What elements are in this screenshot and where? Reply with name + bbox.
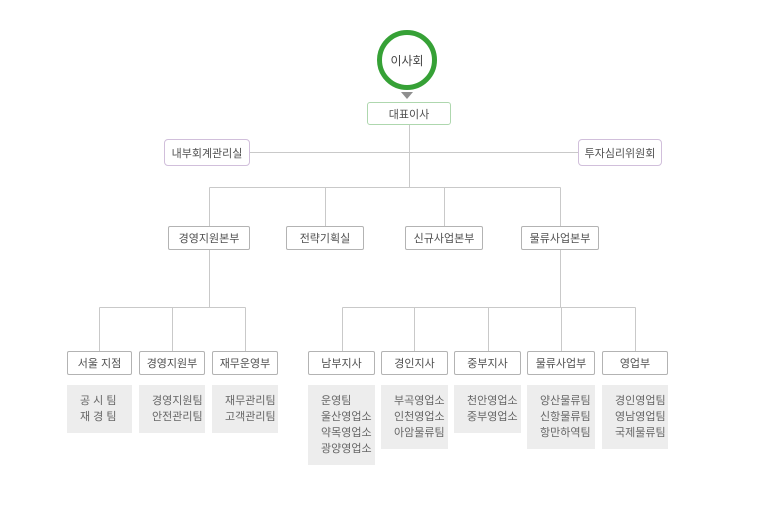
division-box-2-label: 신규사업본부 bbox=[413, 233, 475, 245]
division-box-0: 경영지원본부 bbox=[168, 226, 250, 250]
department-box-5-label: 중부지사 bbox=[467, 358, 508, 370]
team-item: 안전관리팀 bbox=[152, 411, 203, 423]
division-box-0-label: 경영지원본부 bbox=[178, 233, 240, 245]
team-item: 부곡영업소 bbox=[394, 395, 445, 407]
team-item: 국제물류팀 bbox=[615, 427, 666, 439]
staff-box-1-label: 투자심리위원회 bbox=[584, 147, 656, 160]
department-box-7: 영업부 bbox=[602, 351, 668, 375]
team-item: 공 시 팀 bbox=[80, 395, 117, 407]
department-box-2-label: 재무운영부 bbox=[219, 358, 271, 370]
team-item: 울산영업소 bbox=[321, 411, 372, 423]
department-box-4: 경인지사 bbox=[381, 351, 448, 375]
team-item: 양산물류팀 bbox=[540, 395, 591, 407]
department-box-5: 중부지사 bbox=[454, 351, 521, 375]
division-box-3-label: 물류사업본부 bbox=[529, 233, 591, 245]
staff-box-0-label: 내부회계관리실 bbox=[171, 147, 243, 160]
team-item: 약목영업소 bbox=[321, 427, 372, 439]
team-item: 운영팀 bbox=[321, 395, 352, 407]
board-label: 이사회 bbox=[390, 53, 424, 68]
department-box-0-label: 서울 지점 bbox=[77, 358, 122, 370]
department-box-0: 서울 지점 bbox=[67, 351, 132, 375]
department-box-4-label: 경인지사 bbox=[394, 358, 435, 370]
team-item: 항만하역팀 bbox=[540, 427, 591, 439]
board-circle: 이사회 bbox=[377, 30, 437, 90]
department-box-3: 남부지사 bbox=[308, 351, 375, 375]
team-item: 중부영업소 bbox=[467, 411, 518, 423]
department-box-7-label: 영업부 bbox=[619, 358, 651, 370]
team-item: 인천영업소 bbox=[394, 411, 445, 423]
department-box-3-label: 남부지사 bbox=[321, 358, 362, 370]
division-box-1-label: 전략기획실 bbox=[299, 233, 351, 245]
arrow-down-icon bbox=[401, 92, 413, 99]
team-item: 경영지원팀 bbox=[152, 395, 203, 407]
team-item: 아암물류팀 bbox=[394, 427, 445, 439]
division-box-3: 물류사업본부 bbox=[521, 226, 599, 250]
team-item: 신항물류팀 bbox=[540, 411, 591, 423]
division-box-1: 전략기획실 bbox=[286, 226, 364, 250]
team-item: 재무관리팀 bbox=[225, 395, 276, 407]
department-box-1: 경영지원부 bbox=[139, 351, 205, 375]
team-item: 천안영업소 bbox=[467, 395, 518, 407]
division-box-2: 신규사업본부 bbox=[405, 226, 483, 250]
team-item: 고객관리팀 bbox=[225, 411, 276, 423]
ceo-box: 대표이사 bbox=[367, 102, 451, 125]
staff-box-1: 투자심리위원회 bbox=[578, 139, 662, 166]
department-box-6: 물류사업부 bbox=[527, 351, 595, 375]
team-item: 경인영업팀 bbox=[615, 395, 666, 407]
staff-box-0: 내부회계관리실 bbox=[164, 139, 250, 166]
department-box-2: 재무운영부 bbox=[212, 351, 278, 375]
ceo-label: 대표이사 bbox=[388, 108, 430, 121]
team-item: 재 경 팀 bbox=[80, 411, 117, 423]
department-box-1-label: 경영지원부 bbox=[146, 358, 198, 370]
team-item: 광양영업소 bbox=[321, 443, 372, 455]
team-item: 영남영업팀 bbox=[615, 411, 666, 423]
department-box-6-label: 물류사업부 bbox=[535, 358, 587, 370]
